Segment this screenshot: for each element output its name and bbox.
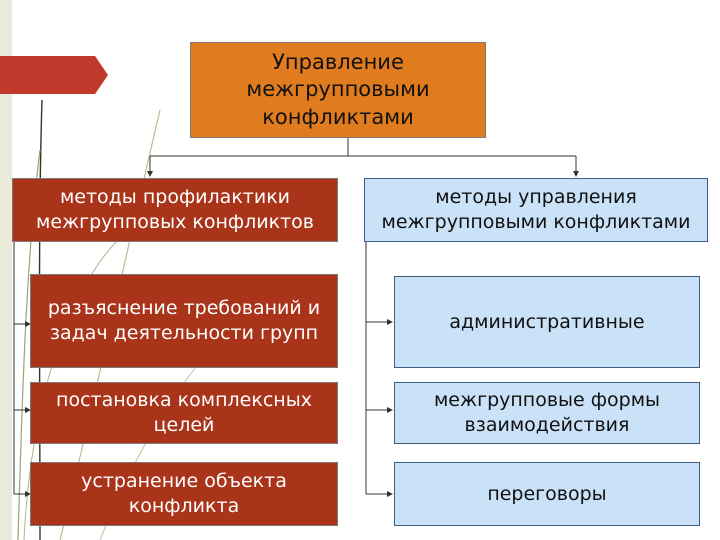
right-branch-box: методы управления межгрупповыми конфликт… (364, 178, 708, 242)
right-item-box: административные (394, 276, 700, 368)
left-item-box: устранение объекта конфликта (30, 462, 338, 526)
decorative-left-strip (0, 0, 12, 540)
root-box: Управление межгрупповыми конфликтами (190, 42, 486, 138)
right-item-label: переговоры (487, 482, 607, 505)
left-item-label: постановка комплексных целей (56, 389, 312, 436)
decorative-accent-tab (0, 56, 108, 94)
left-item-box: постановка комплексных целей (30, 382, 338, 444)
left-branch-box: методы профилактики межгрупповых конфлик… (12, 178, 338, 242)
root-label: Управление межгрупповыми конфликтами (246, 50, 430, 129)
right-item-label: межгрупповые формы взаимодействия (433, 389, 661, 436)
left-branch-label: методы профилактики межгрупповых конфлик… (35, 186, 314, 233)
right-item-box: межгрупповые формы взаимодействия (394, 382, 700, 444)
left-item-label: разъяснение требований и задач деятельно… (47, 297, 321, 344)
right-branch-label: методы управления межгрупповыми конфликт… (381, 186, 691, 233)
left-item-label: устранение объекта конфликта (81, 470, 287, 517)
right-item-box: переговоры (394, 462, 700, 526)
right-item-label: административные (449, 310, 645, 333)
left-item-box: разъяснение требований и задач деятельно… (30, 274, 338, 368)
